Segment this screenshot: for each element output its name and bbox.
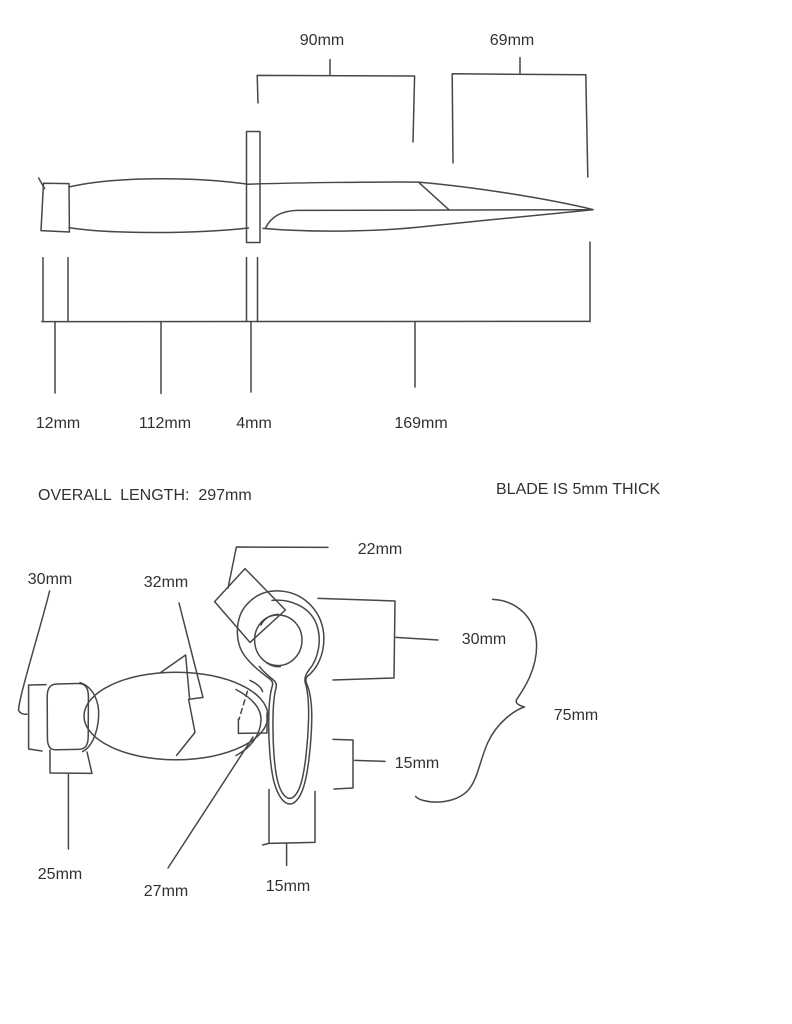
knife-side-view	[37, 56, 594, 395]
tang-slot-rect	[237, 712, 268, 735]
dim-label-30mm-right: 30mm	[461, 631, 507, 648]
dim-label-30mm-left: 30mm	[27, 571, 73, 588]
pommel-top-endcap-arc	[79, 681, 100, 753]
dim-75-brace	[414, 598, 538, 803]
pommel-side-tick	[37, 177, 46, 190]
dim-label-169mm: 169mm	[394, 415, 448, 432]
dim-15-bottom-bracket	[261, 788, 316, 867]
dim-30-left-leader	[17, 590, 51, 716]
crossguard-side	[245, 130, 261, 244]
dim-label-15mm-right: 15mm	[394, 755, 440, 772]
overall-length-note: OVERALL LENGTH: 297mm	[38, 487, 252, 504]
dim-15-right-tick	[353, 759, 386, 763]
handle-top-outline	[83, 671, 269, 761]
hilt-top-view	[17, 546, 538, 869]
dim-30-left-bracket	[27, 683, 47, 752]
pommel-side-outline	[40, 182, 71, 233]
guard-ring-inner	[258, 599, 320, 800]
guard-ring-outer	[236, 590, 325, 805]
blade-clip-line	[417, 181, 450, 211]
tang-hidden-line	[238, 690, 249, 721]
dim-label-32mm: 32mm	[143, 574, 189, 591]
dim-label-90mm: 90mm	[299, 32, 345, 49]
blade-thickness-note: BLADE IS 5mm THICK	[496, 481, 661, 498]
dim-30-right-bracket	[317, 597, 396, 681]
overall-measure-lines	[41, 241, 591, 323]
dim-22-leader	[227, 546, 329, 589]
dim-27-leader	[167, 736, 254, 869]
dim-label-27mm: 27mm	[143, 883, 189, 900]
blade-median-line	[264, 208, 594, 229]
handle-side-top-edge	[68, 178, 250, 188]
overall-measure-ticks	[54, 320, 416, 395]
dim-label-112mm: 112mm	[138, 415, 192, 432]
handle-side-bottom-edge	[68, 226, 250, 234]
dim-label-12mm: 12mm	[35, 415, 81, 432]
dim-label-25mm: 25mm	[37, 866, 83, 883]
dim-15-right-bracket	[332, 738, 354, 790]
dim-label-22mm: 22mm	[357, 541, 403, 558]
guard-ring-hole-sketch	[260, 613, 282, 668]
dim-label-69mm: 69mm	[489, 32, 535, 49]
dim-25-bracket	[49, 749, 93, 850]
dim-30-right-tick	[395, 636, 439, 641]
pommel-top-outline	[46, 682, 90, 751]
dim-69-bracket	[451, 73, 589, 178]
blade-bottom-edge	[262, 208, 594, 232]
dim-32-leader-b	[159, 654, 191, 700]
dim-90-bracket	[256, 74, 416, 143]
dim-label-4mm: 4mm	[236, 415, 272, 432]
lanyard-diamond	[213, 567, 287, 644]
guard-neck-sketch	[249, 679, 264, 693]
blade-spine	[245, 181, 594, 211]
guard-ring-hole	[253, 614, 303, 667]
dim-label-15mm-bottom: 15mm	[265, 878, 311, 895]
handle-top-endcap-arc	[235, 688, 262, 757]
dim-label-75mm: 75mm	[553, 707, 599, 724]
dim-32-leader-a	[175, 602, 204, 757]
